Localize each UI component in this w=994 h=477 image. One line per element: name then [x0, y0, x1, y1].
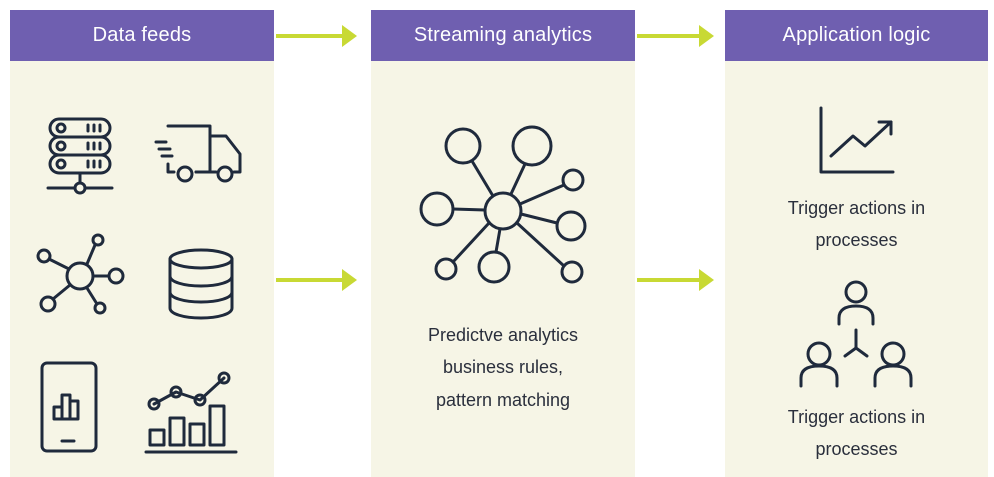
- data-feeds-header: Data feeds: [10, 10, 274, 61]
- data-feeds-panel: Data feeds: [10, 10, 274, 477]
- streaming-analytics-panel: Streaming analytics Predictve analytics …: [371, 10, 635, 477]
- arrow-analytics-to-logic-bottom: [637, 268, 715, 292]
- server-icon: [46, 116, 114, 196]
- arrow-feeds-to-analytics-top: [276, 24, 358, 48]
- application-logic-header: Application logic: [725, 10, 988, 61]
- trend-chart-icon: [819, 106, 897, 176]
- application-logic-panel: Application logic Trigger actions in pro…: [725, 10, 988, 477]
- network-hub-icon: [36, 232, 126, 316]
- streaming-analytics-caption: Predictve analytics business rules, patt…: [427, 325, 579, 410]
- application-logic-caption-bottom: Trigger actions in processes: [787, 407, 926, 460]
- delivery-truck-icon: [154, 122, 246, 186]
- application-logic-caption-top: Trigger actions in processes: [787, 198, 926, 251]
- mobile-chart-icon: [40, 361, 100, 453]
- network-graph-icon: [419, 124, 589, 288]
- arrow-analytics-to-logic-top: [637, 24, 715, 48]
- arrow-feeds-to-analytics-bottom: [276, 268, 358, 292]
- database-icon: [166, 248, 236, 322]
- bar-line-chart-icon: [144, 368, 238, 454]
- streaming-analytics-header: Streaming analytics: [371, 10, 635, 61]
- hierarchy-people-icon: [797, 278, 915, 390]
